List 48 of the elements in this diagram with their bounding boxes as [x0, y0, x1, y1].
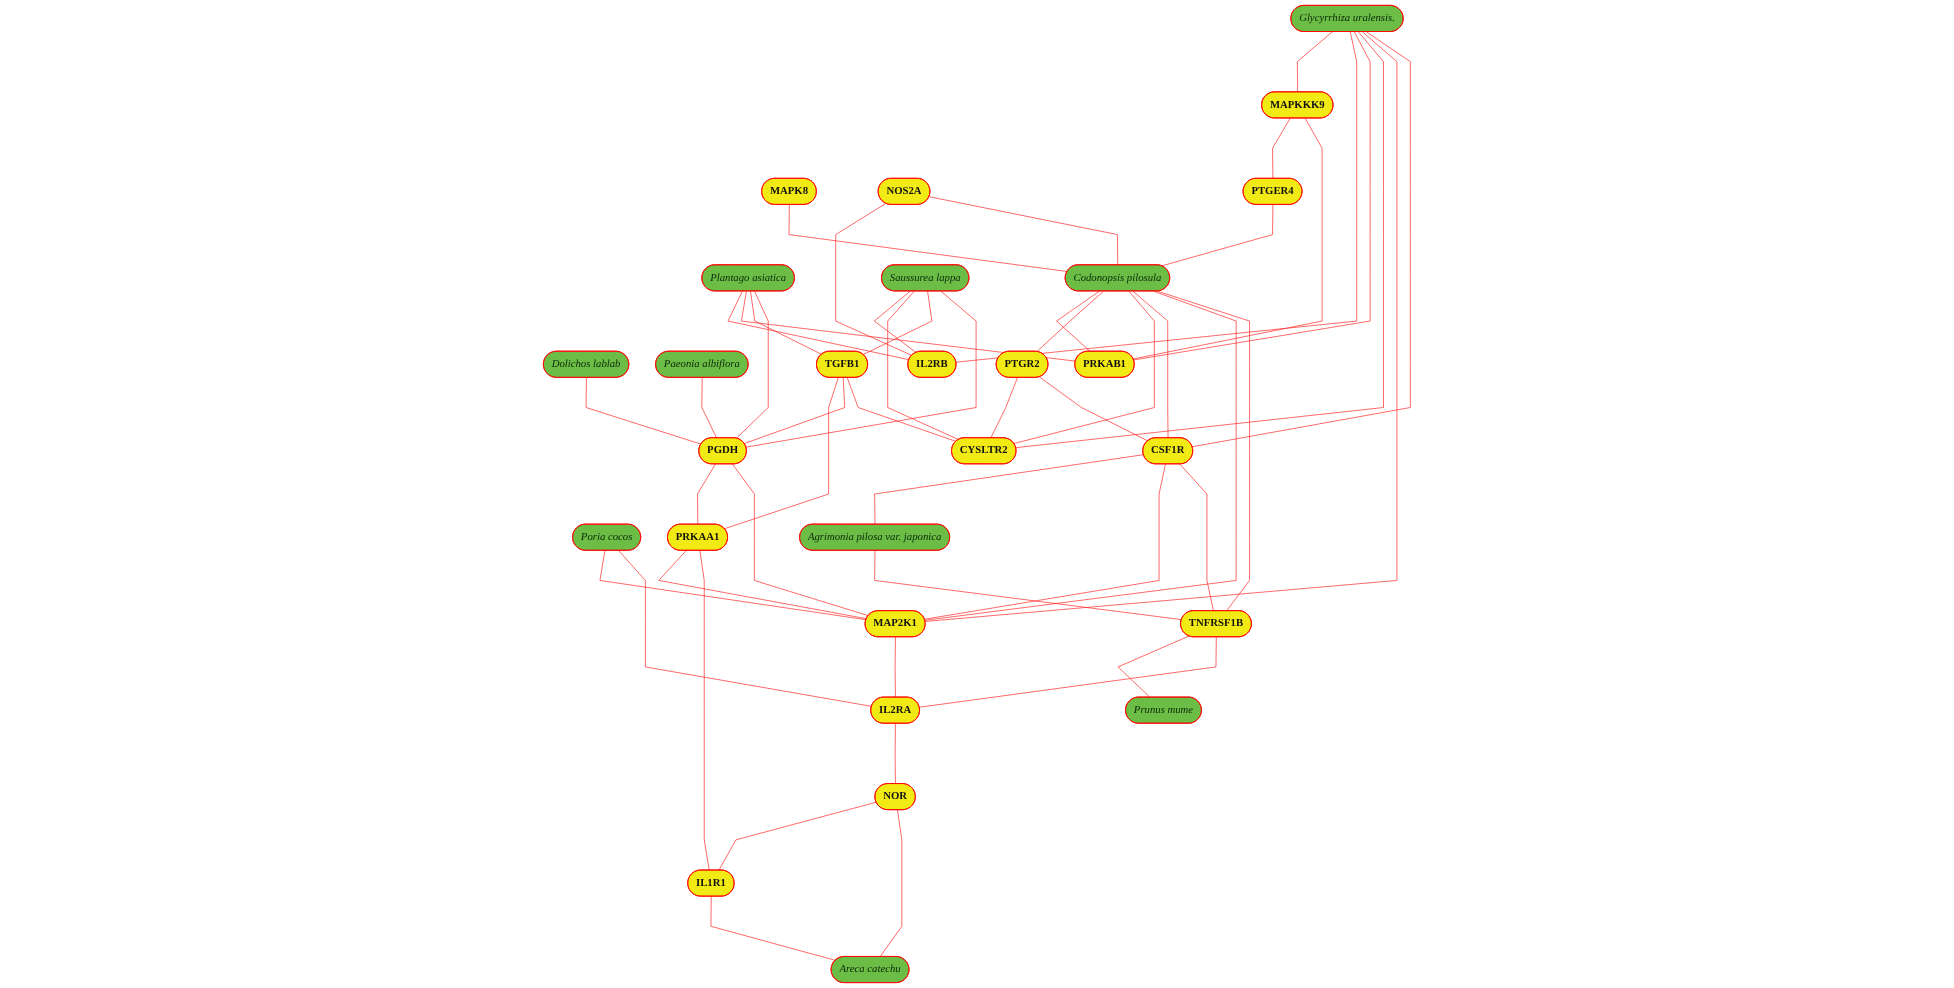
connector: [736, 290, 769, 439]
connector: [1015, 31, 1384, 448]
connector: [1297, 31, 1333, 93]
connector: [925, 31, 1398, 622]
connector: [1117, 635, 1190, 698]
connector: [732, 463, 869, 617]
connector: [1132, 290, 1169, 439]
connector: [847, 377, 957, 442]
connector: [585, 377, 702, 445]
connector: [710, 896, 837, 961]
connector: [724, 377, 839, 530]
connector: [1133, 117, 1323, 360]
connector: [618, 550, 873, 707]
connector: [894, 723, 896, 785]
connector: [701, 377, 718, 439]
connector: [699, 550, 710, 871]
connector: [887, 290, 960, 440]
connector: [658, 550, 868, 620]
connector: [990, 377, 1018, 439]
connector: [741, 290, 1077, 362]
connector: [919, 636, 1217, 708]
connector: [924, 290, 1237, 621]
connector: [874, 454, 1145, 525]
connector: [1192, 31, 1411, 448]
connector: [955, 31, 1358, 363]
connector: [745, 290, 977, 448]
connector: [1013, 290, 1155, 444]
connector: [1157, 290, 1251, 612]
connector: [727, 290, 910, 361]
connector: [924, 463, 1166, 620]
connector: [788, 204, 1068, 272]
connector: [1036, 290, 1104, 352]
connector: [1179, 463, 1215, 612]
connector: [750, 290, 823, 355]
connector: [1039, 376, 1149, 442]
connector: [1272, 117, 1291, 179]
connector: [879, 809, 903, 958]
connector: [599, 550, 867, 621]
connector: [874, 550, 1183, 620]
connector: [929, 196, 1119, 266]
connector: [744, 377, 846, 444]
connector: [1161, 204, 1274, 267]
connector: [718, 801, 877, 871]
connector: [835, 203, 913, 356]
connector: [697, 463, 716, 525]
connector: [863, 290, 933, 355]
connector: [894, 636, 896, 698]
connector: [1133, 31, 1371, 361]
